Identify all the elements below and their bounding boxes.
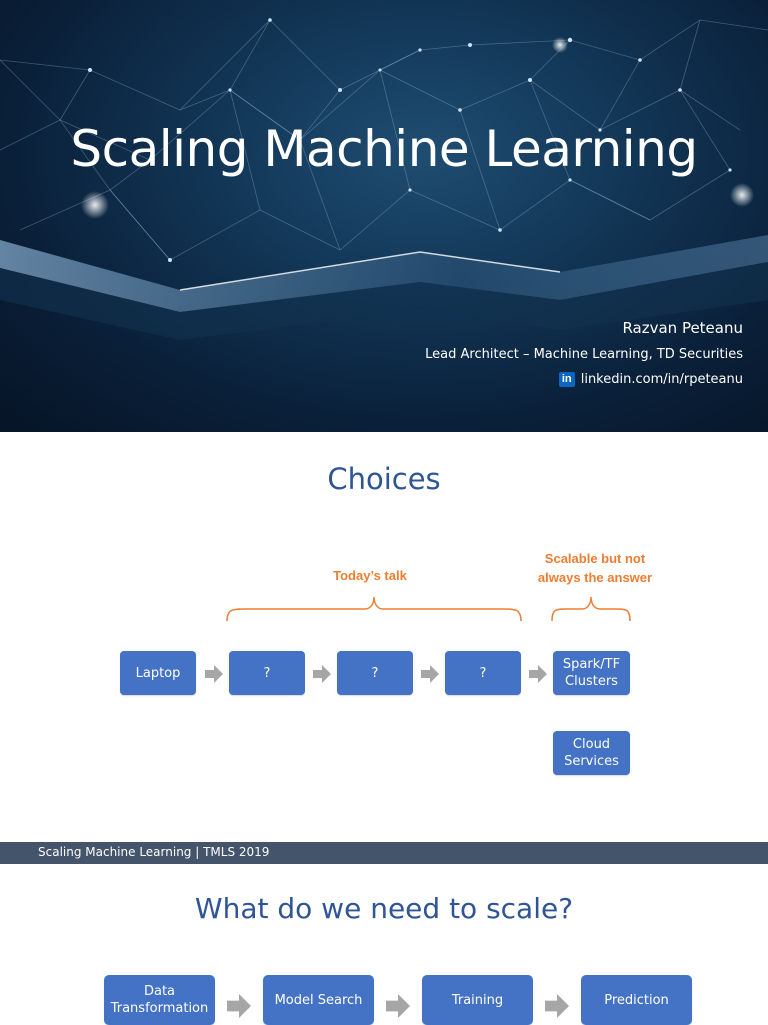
training-box: Training xyxy=(422,975,533,1025)
talk-brace xyxy=(226,596,522,622)
arrow-right-icon xyxy=(313,665,331,683)
linkedin-icon: in xyxy=(558,372,575,387)
scalable-label-line2: always the answer xyxy=(537,570,653,585)
spark-tf-clusters-box: Spark/TF Clusters xyxy=(553,651,630,695)
scalable-label: Scalable but not always the answer xyxy=(522,549,668,587)
linkedin-url[interactable]: linkedin.com/in/rpeteanu xyxy=(580,372,743,387)
arrow-right-icon xyxy=(205,665,223,683)
unknown-step-box-2: ? xyxy=(337,651,413,695)
todays-talk-label: Today’s talk xyxy=(333,568,407,583)
presentation-title: Scaling Machine Learning xyxy=(70,120,698,178)
prediction-box: Prediction xyxy=(581,975,692,1025)
arrow-right-icon xyxy=(386,994,410,1018)
unknown-step-box-3: ? xyxy=(445,651,521,695)
network-background xyxy=(0,18,768,340)
arrow-right-icon xyxy=(421,665,439,683)
presenter-role: Lead Architect – Machine Learning, TD Se… xyxy=(425,347,743,362)
unknown-step-box-1: ? xyxy=(229,651,305,695)
data-transformation-box: Data Transformation xyxy=(104,975,215,1025)
box-label-line2: Services xyxy=(564,754,619,769)
arrow-right-icon xyxy=(545,994,569,1018)
scalable-brace xyxy=(551,596,631,622)
model-search-box: Model Search xyxy=(263,975,374,1025)
cloud-services-box: Cloud Services xyxy=(553,731,630,775)
box-label-line2: Transformation xyxy=(110,1001,209,1016)
arrow-right-icon xyxy=(529,665,547,683)
linkedin-link[interactable]: in linkedin.com/in/rpeteanu xyxy=(558,372,743,387)
footer-bar: Scaling Machine Learning | TMLS 2019 xyxy=(0,842,768,864)
arrow-right-icon xyxy=(227,994,251,1018)
box-label-line1: Data xyxy=(143,984,176,999)
box-label-line1: Cloud xyxy=(572,737,611,752)
footer-text: Scaling Machine Learning | TMLS 2019 xyxy=(38,845,270,859)
presenter-name: Razvan Peteanu xyxy=(622,319,743,337)
slide-heading: Choices xyxy=(327,462,441,496)
slide-heading: What do we need to scale? xyxy=(194,892,574,925)
what-to-scale-slide: What do we need to scale? Data Transform… xyxy=(0,864,768,1025)
laptop-box: Laptop xyxy=(120,651,196,695)
choices-slide: Choices Today’s talk Scalable but not al… xyxy=(0,432,768,842)
scalable-label-line1: Scalable but not xyxy=(544,551,646,566)
box-label-line2: Clusters xyxy=(565,674,618,689)
box-label-line1: Spark/TF xyxy=(562,657,621,672)
title-slide: Scaling Machine Learning Razvan Peteanu … xyxy=(0,0,768,432)
